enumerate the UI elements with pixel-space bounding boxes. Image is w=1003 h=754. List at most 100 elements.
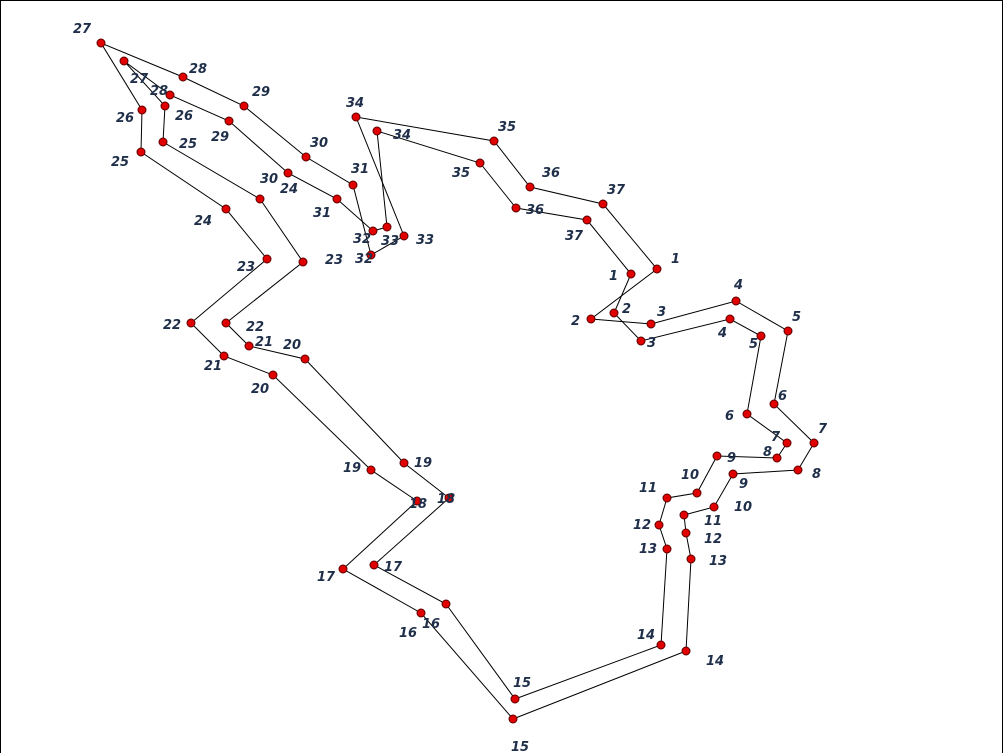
- outer-vertex-point: [681, 646, 691, 656]
- outer-vertex-label: 17: [317, 570, 336, 585]
- inner-vertex-point: [382, 222, 392, 232]
- outer-vertex-label: 5: [792, 310, 801, 325]
- inner-vertex-point: [756, 331, 766, 341]
- inner-vertex-point: [609, 308, 619, 318]
- outer-vertex-point: [137, 105, 147, 115]
- outer-vertex-point: [489, 136, 499, 146]
- inner-vertex-label: 14: [637, 628, 655, 643]
- outer-vertex-point: [186, 318, 196, 328]
- inner-vertex-point: [582, 215, 592, 225]
- inner-vertex-label: 7: [771, 430, 781, 445]
- inner-vertex-point: [712, 451, 722, 461]
- inner-vertex-point: [692, 488, 702, 498]
- inner-vertex-label: 23: [325, 253, 343, 268]
- inner-vertex-label: 4: [717, 326, 727, 341]
- inner-vertex-label: 33: [381, 234, 399, 249]
- outer-vertex-point: [681, 528, 691, 538]
- outer-vertex-label: 16: [399, 626, 417, 641]
- outer-vertex-label: 27: [73, 22, 92, 37]
- outer-vertex-label: 3: [657, 305, 666, 320]
- inner-vertex-point: [441, 599, 451, 609]
- inner-vertex-point: [772, 453, 782, 463]
- inner-vertex-label: 34: [393, 128, 411, 143]
- outer-vertex-label: 12: [704, 532, 722, 547]
- outer-vertex-point: [301, 152, 311, 162]
- outer-vertex-label: 8: [812, 467, 821, 482]
- outer-vertex-label: 33: [416, 233, 434, 248]
- outer-vertex-point: [136, 147, 146, 157]
- outer-vertex-label: 20: [251, 382, 269, 397]
- outer-vertex-point: [366, 465, 376, 475]
- outer-vertex-label: 23: [237, 260, 255, 275]
- inner-vertex-point: [636, 336, 646, 346]
- inner-vertex-label: 5: [749, 337, 758, 352]
- outer-polygon-outline: [99, 41, 815, 720]
- inner-vertex-point: [656, 640, 666, 650]
- outer-vertex-point: [96, 38, 106, 48]
- inner-vertex-label: 22: [246, 320, 264, 335]
- inner-vertex-label: 9: [727, 451, 736, 466]
- inner-vertex-label: 13: [639, 542, 657, 557]
- outer-vertex-label: 10: [734, 500, 752, 515]
- inner-vertex-label: 18: [409, 497, 427, 512]
- inner-vertex-label: 3: [647, 336, 656, 351]
- inner-vertex-label: 27: [130, 72, 149, 87]
- inner-vertex-label: 20: [283, 338, 301, 353]
- outer-vertex-label: 1: [671, 252, 680, 267]
- outer-vertex-label: 13: [709, 554, 727, 569]
- outer-vertex-label: 11: [704, 514, 722, 529]
- inner-vertex-label: 25: [179, 137, 197, 152]
- outer-vertex-label: 2: [571, 314, 580, 329]
- outer-vertex-point: [221, 204, 231, 214]
- inner-vertex-point: [654, 520, 664, 530]
- outer-vertex-point: [219, 351, 229, 361]
- inner-vertex-label: 26: [175, 109, 193, 124]
- outer-vertex-point: [652, 264, 662, 274]
- outer-vertex-point: [348, 180, 358, 190]
- inner-vertex-point: [244, 341, 254, 351]
- inner-vertex-label: 6: [725, 409, 734, 424]
- outer-vertex-label: 19: [343, 461, 361, 476]
- inner-vertex-label: 19: [414, 456, 432, 471]
- outer-vertex-label: 7: [818, 422, 828, 437]
- inner-vertex-label: 24: [280, 182, 298, 197]
- outer-vertex-label: 31: [351, 162, 369, 177]
- outer-vertex-point: [268, 370, 278, 380]
- outer-vertex-point: [262, 254, 272, 264]
- outer-vertex-point: [709, 502, 719, 512]
- outer-vertex-point: [399, 231, 409, 241]
- inner-vertex-label: 28: [150, 84, 168, 99]
- outer-vertex-label: 26: [116, 111, 134, 126]
- inner-vertex-point: [725, 314, 735, 324]
- outer-vertex-point: [783, 326, 793, 336]
- inner-vertex-label: 16: [422, 617, 440, 632]
- inner-vertex-point: [626, 269, 636, 279]
- inner-vertex-point: [742, 409, 752, 419]
- inner-vertex-point: [510, 694, 520, 704]
- polygon-edges: [99, 41, 815, 720]
- inner-vertex-point: [475, 158, 485, 168]
- outer-vertex-point: [646, 319, 656, 329]
- outer-vertex-point: [598, 199, 608, 209]
- inner-vertex-point: [298, 257, 308, 267]
- outer-vertex-label: 36: [542, 166, 560, 181]
- outer-vertex-point: [686, 554, 696, 564]
- outer-vertex-point: [366, 250, 376, 260]
- outer-vertex-point: [731, 296, 741, 306]
- inner-vertex-point: [662, 544, 672, 554]
- outer-vertex-label: 22: [163, 318, 181, 333]
- outer-vertex-point: [178, 72, 188, 82]
- inner-vertex-point: [224, 116, 234, 126]
- inner-vertex-point: [160, 101, 170, 111]
- outer-vertex-point: [793, 465, 803, 475]
- inner-vertex-point: [283, 168, 293, 178]
- inner-polygon-outline: [123, 60, 788, 700]
- outer-vertex-label: 25: [111, 155, 129, 170]
- inner-vertex-point: [158, 137, 168, 147]
- outer-vertex-label: 28: [189, 62, 207, 77]
- inner-vertex-point: [782, 438, 792, 448]
- inner-vertex-label: 17: [384, 560, 403, 575]
- outer-vertex-label: 24: [194, 214, 212, 229]
- outer-vertex-label: 6: [778, 389, 787, 404]
- inner-vertex-point: [255, 194, 265, 204]
